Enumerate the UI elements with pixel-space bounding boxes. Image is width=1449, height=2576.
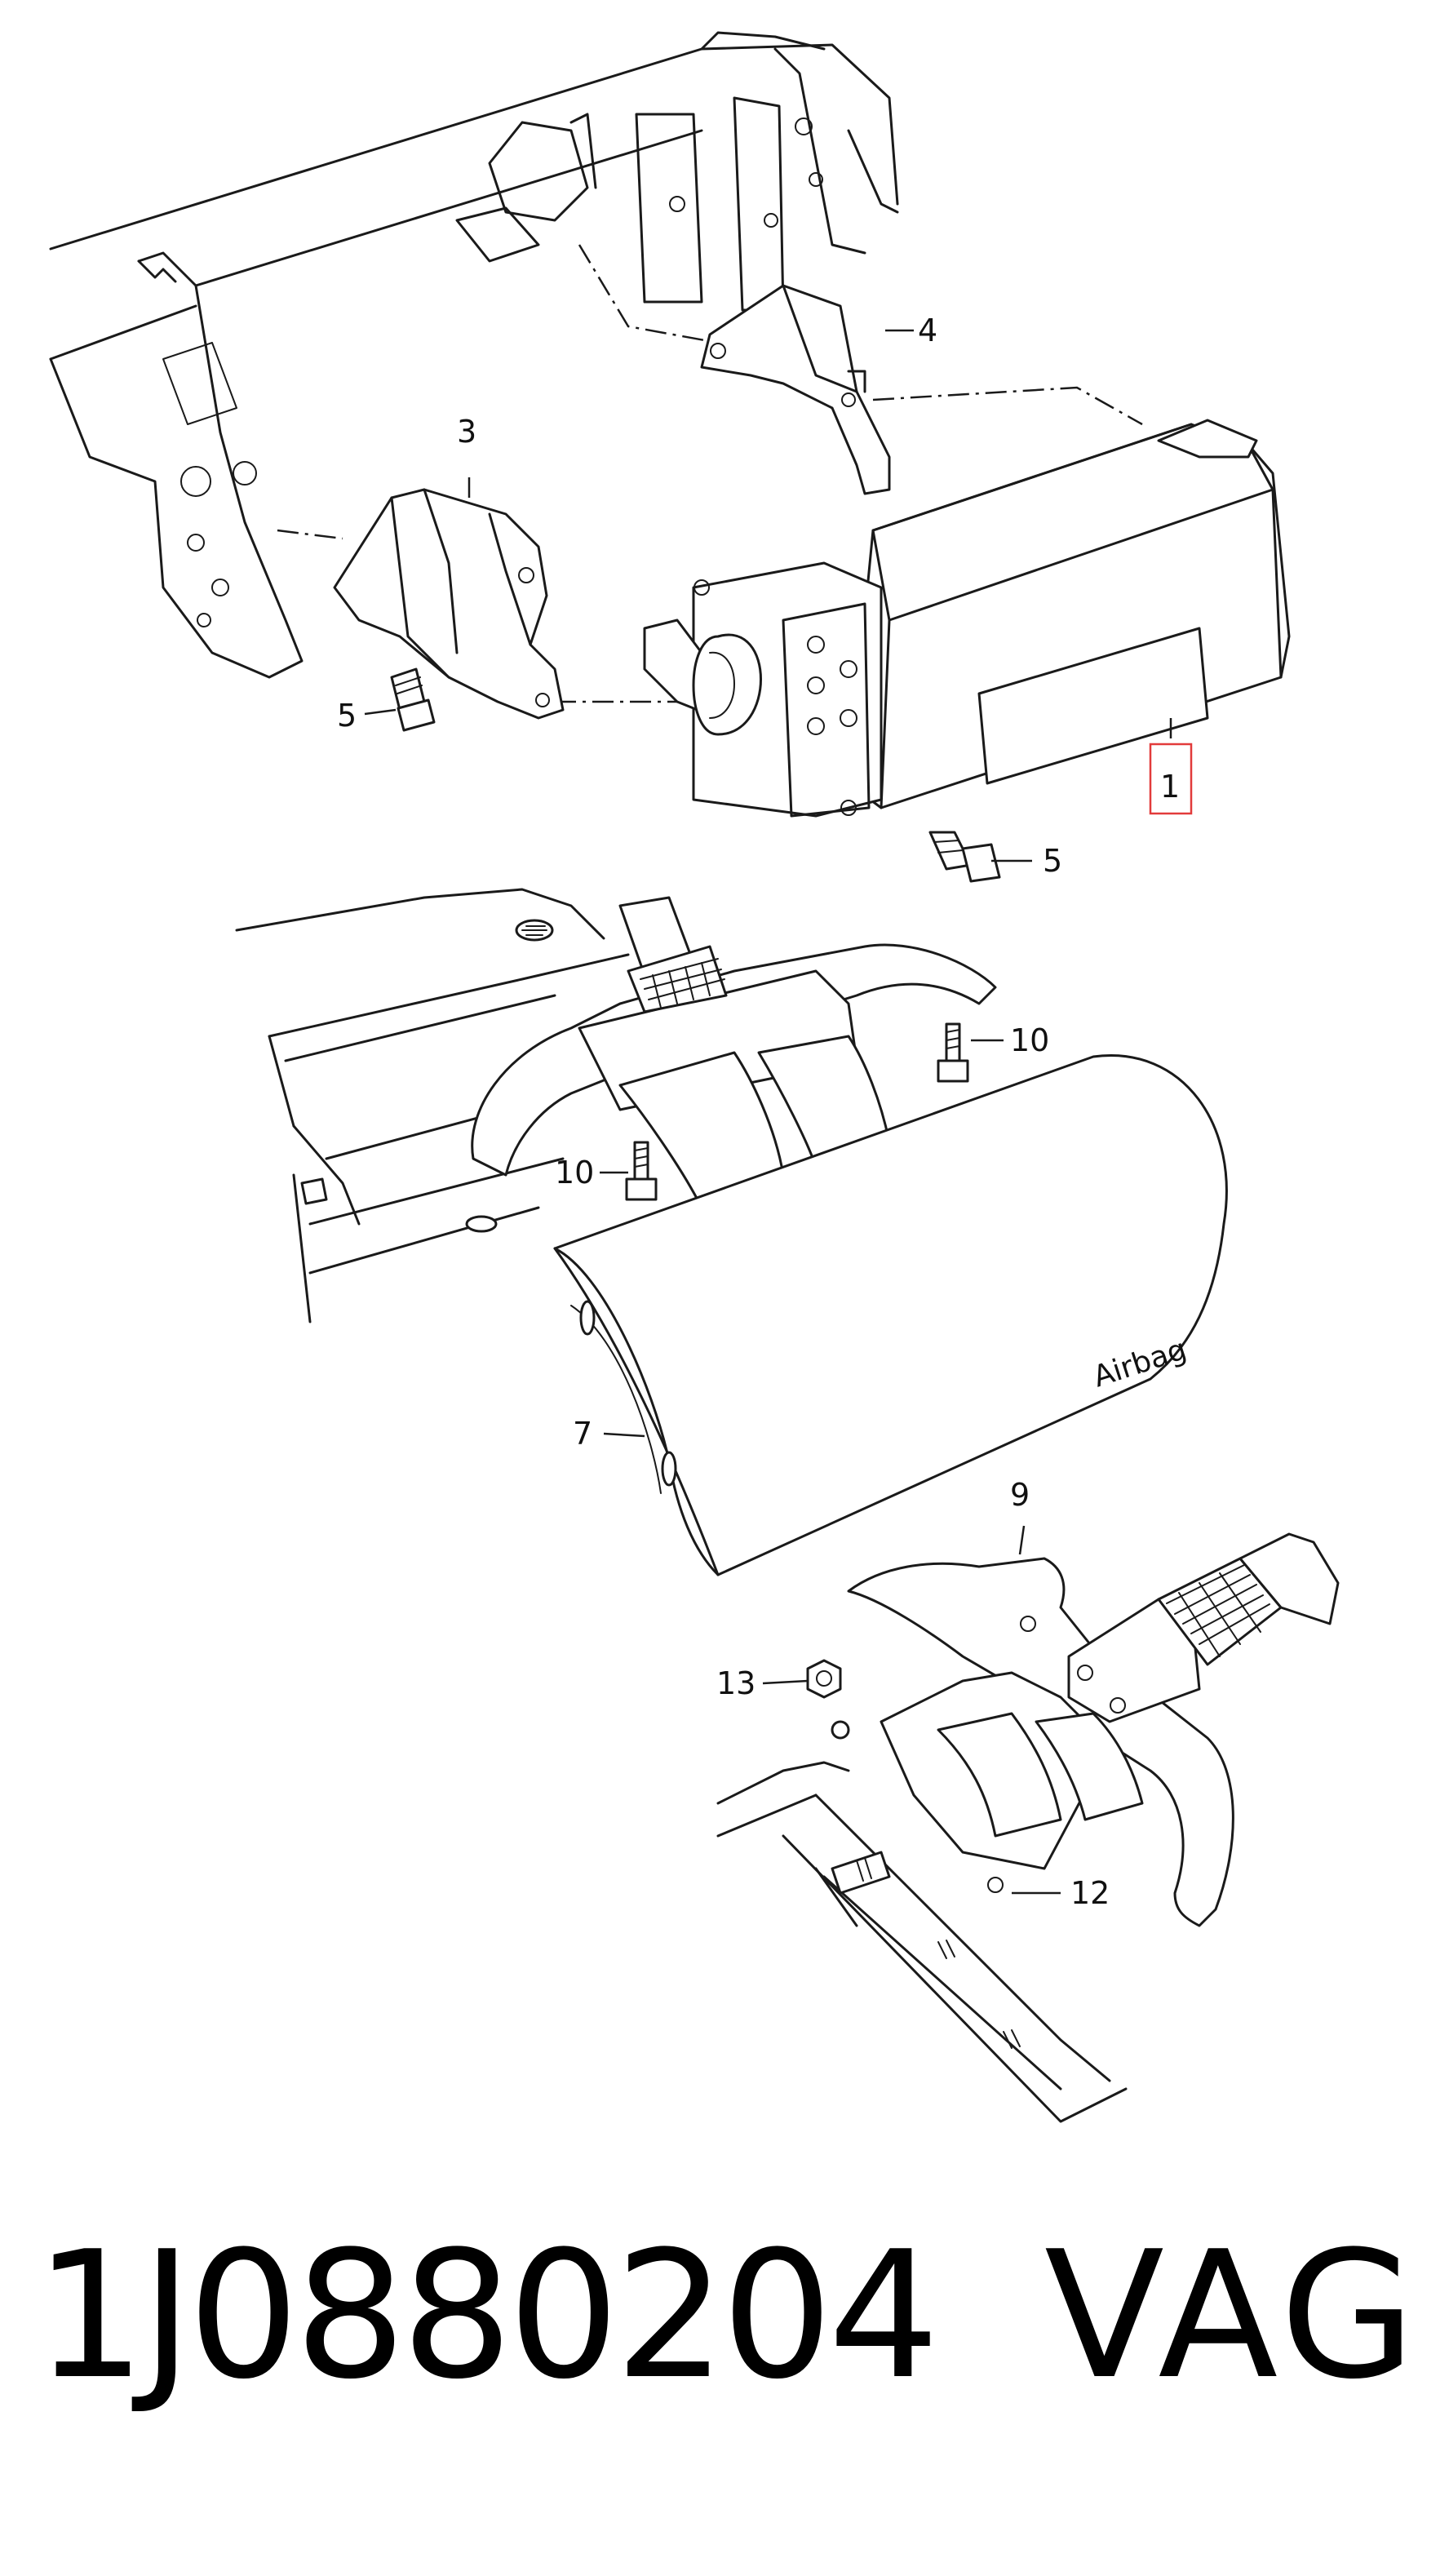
callout-10-upper[interactable]: 10	[1010, 1022, 1049, 1058]
screw-part-10-upper	[937, 1022, 969, 1083]
mounting-bracket-middle	[471, 896, 997, 1209]
callout-highlight-1	[1149, 743, 1193, 815]
callout-12[interactable]: 12	[1070, 1875, 1110, 1911]
bracket-part-3	[333, 488, 565, 720]
callout-7[interactable]: 7	[573, 1416, 592, 1452]
screw-part-10-lower	[625, 1141, 658, 1201]
airbag-cover-part-7	[553, 1054, 1228, 1576]
callout-13[interactable]: 13	[716, 1665, 756, 1701]
bracket-part-9	[847, 1532, 1340, 1927]
callout-5-left[interactable]: 5	[337, 698, 357, 734]
dashboard-panel-lower	[716, 1761, 1128, 2123]
airbag-module-part-1	[643, 419, 1291, 818]
screw-part-5-left	[390, 667, 436, 732]
callout-1[interactable]: 1	[1160, 769, 1180, 805]
callout-9[interactable]: 9	[1010, 1477, 1030, 1513]
callout-10-lower[interactable]: 10	[555, 1155, 594, 1190]
dashboard-crossmember	[49, 31, 899, 679]
bracket-part-4	[700, 284, 891, 495]
part-number: 1J0880204	[34, 2213, 940, 2418]
nut-part-13	[806, 1659, 850, 1740]
callouts: 1 3 4 5 5 7 9 10 10 12 13	[337, 313, 1193, 1911]
callout-5-right[interactable]: 5	[1043, 843, 1062, 879]
callout-4[interactable]: 4	[918, 313, 937, 348]
callout-3[interactable]: 3	[457, 414, 476, 450]
callout-leaders	[364, 329, 1172, 1895]
brand-label: VAG	[1044, 2213, 1421, 2418]
screw-part-5-right	[928, 831, 1001, 883]
